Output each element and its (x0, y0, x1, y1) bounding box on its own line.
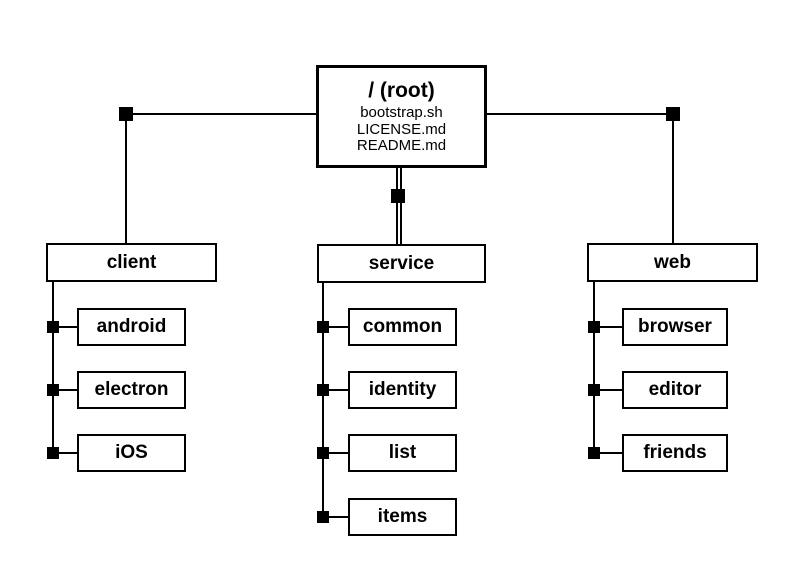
stub-friends (594, 452, 623, 454)
edge-root-web-vertical (672, 114, 674, 243)
root-file-bootstrap: bootstrap.sh (360, 104, 443, 121)
node-android: android (77, 308, 186, 346)
node-browser: browser (622, 308, 728, 346)
node-friends-label: friends (643, 442, 707, 463)
node-editor-label: editor (648, 379, 702, 400)
junction-square-client (119, 107, 133, 121)
node-identity-label: identity (368, 379, 437, 400)
stub-electron (53, 389, 78, 391)
stub-editor (594, 389, 623, 391)
node-list: list (348, 434, 457, 472)
node-editor: editor (622, 371, 728, 409)
node-service: service (317, 244, 486, 283)
node-web-label: web (654, 251, 691, 273)
node-common-label: common (362, 316, 443, 337)
node-ios-label: iOS (115, 442, 148, 463)
node-client: client (46, 243, 217, 282)
junction-square-list (317, 447, 329, 459)
stub-android (53, 326, 78, 328)
stub-ios (53, 452, 78, 454)
node-service-label: service (368, 252, 435, 274)
junction-square-items (317, 511, 329, 523)
node-electron-label: electron (94, 379, 169, 400)
root-file-license: LICENSE.md (356, 120, 447, 138)
stub-identity (323, 389, 349, 391)
node-ios: iOS (77, 434, 186, 472)
trunk-web (593, 281, 595, 453)
junction-square-friends (588, 447, 600, 459)
junction-square-common (317, 321, 329, 333)
root-file-readme: README.md (356, 137, 447, 154)
junction-square-editor (588, 384, 600, 396)
root-title: / (root) (368, 79, 435, 102)
junction-square-ios (47, 447, 59, 459)
junction-square-browser (588, 321, 600, 333)
edge-root-client-horizontal (126, 113, 316, 115)
edge-root-service-vertical-b (400, 167, 402, 244)
node-items: items (348, 498, 457, 536)
node-root: / (root) bootstrap.sh LICENSE.md README.… (316, 65, 487, 168)
stub-browser (594, 326, 623, 328)
junction-square-android (47, 321, 59, 333)
junction-square-web (666, 107, 680, 121)
stub-common (323, 326, 349, 328)
node-browser-label: browser (638, 316, 712, 337)
node-client-label: client (106, 251, 157, 273)
trunk-service (322, 281, 324, 517)
node-common: common (348, 308, 457, 346)
node-android-label: android (96, 316, 167, 337)
node-friends: friends (622, 434, 728, 472)
node-electron: electron (77, 371, 186, 409)
node-items-label: items (377, 506, 428, 527)
junction-square-identity (317, 384, 329, 396)
node-identity: identity (348, 371, 457, 409)
edge-root-service-vertical-a (396, 167, 398, 244)
trunk-client (52, 281, 54, 453)
junction-square-electron (47, 384, 59, 396)
node-web: web (587, 243, 758, 282)
junction-square-service (391, 189, 405, 203)
stub-items (323, 516, 349, 518)
edge-root-client-vertical (125, 114, 127, 243)
stub-list (323, 452, 349, 454)
edge-root-web-horizontal (487, 113, 673, 115)
node-list-label: list (388, 442, 417, 463)
